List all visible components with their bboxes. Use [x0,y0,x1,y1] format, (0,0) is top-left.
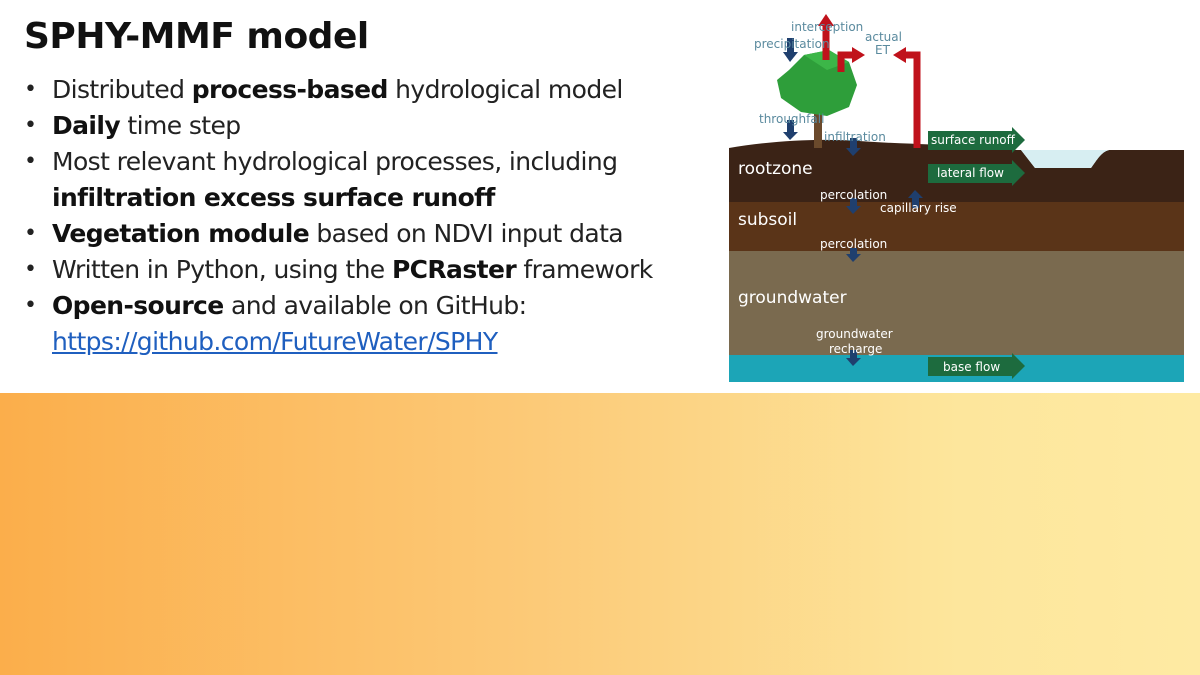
bullet-dot-icon: • [24,113,37,138]
bullet-dot-icon: • [24,293,37,318]
label-et: ET [875,43,891,57]
bullet-dot-icon: • [24,257,37,282]
lateral-flow-arrowhead [1012,160,1025,186]
label-groundwater-recharge-1: groundwater [816,327,893,341]
label-throughfall: throughfall [759,112,824,126]
actual-et-arrowhead-2 [893,47,906,63]
label-rootzone: rootzone [738,159,813,179]
precipitation-arrowhead [783,52,798,62]
subsoil-layer [729,202,1184,251]
precipitation-arrow [787,38,794,52]
label-groundwater-layer: groundwater [738,288,847,308]
label-interception: interception [791,20,863,34]
capillary-rise-arrowhead [908,190,923,198]
decorative-gradient-band [0,393,1200,675]
slide-title: SPHY-MMF model [24,16,369,57]
capillary-rise-arrow [912,196,919,208]
label-precipitation: precipitation [754,37,830,51]
percolation-2-arrowhead [846,254,861,262]
bullet-item: •Daily time step [24,108,704,144]
actual-et-arrowhead-1 [852,47,865,63]
recharge-arrow [850,350,857,358]
label-percolation-2: percolation [820,237,887,251]
bullet-dot-icon: • [24,221,37,246]
label-capillary-rise: capillary rise [880,201,957,215]
bullet-dot-icon: • [24,77,37,102]
bullet-item: •Most relevant hydrological processes, i… [24,144,704,216]
tree-canopy [777,50,857,116]
surface-runoff-arrowhead [1012,127,1025,153]
recharge-arrowhead [846,358,861,366]
bullet-item: •Vegetation module based on NDVI input d… [24,216,704,252]
actual-et-arrow-2 [904,51,921,148]
actual-et-arrow-1 [837,51,854,72]
bullet-dot-icon: • [24,149,37,174]
bullet-item: •Written in Python, using the PCRaster f… [24,252,704,288]
percolation-2-arrow [850,248,857,254]
github-link[interactable]: https://github.com/FutureWater/SPHY [52,327,498,356]
label-actual: actual [865,30,902,44]
label-groundwater-recharge-2: recharge [829,342,882,356]
label-base-flow: base flow [943,360,1000,374]
percolation-1-arrow [850,198,857,206]
groundwater-layer [729,251,1184,355]
surface-water [1021,150,1109,168]
label-lateral-flow: lateral flow [937,166,1004,180]
base-flow-arrow [928,357,1012,376]
label-infiltration: infiltration [824,130,886,144]
surface-runoff-arrow [928,131,1012,150]
base-flow-arrowhead [1012,353,1025,379]
infiltration-arrowhead [846,148,861,156]
throughfall-arrow [787,120,794,132]
label-subsoil: subsoil [738,210,797,230]
infiltration-arrow [850,138,857,148]
interception-arrowhead [818,14,834,26]
label-percolation-1: percolation [820,188,887,202]
tree-trunk [814,102,822,148]
lateral-flow-arrow [928,164,1012,183]
bullet-item: •Distributed process-based hydrological … [24,72,704,108]
bullet-list: •Distributed process-based hydrological … [24,72,704,360]
bullet-item: •Open-source and available on GitHub:htt… [24,288,704,360]
throughfall-arrowhead [783,132,798,140]
percolation-1-arrowhead [846,206,861,214]
label-surface-runoff: surface runoff [931,133,1016,147]
hydrological-model-diagram: interception precipitation actual ET thr… [729,10,1184,382]
